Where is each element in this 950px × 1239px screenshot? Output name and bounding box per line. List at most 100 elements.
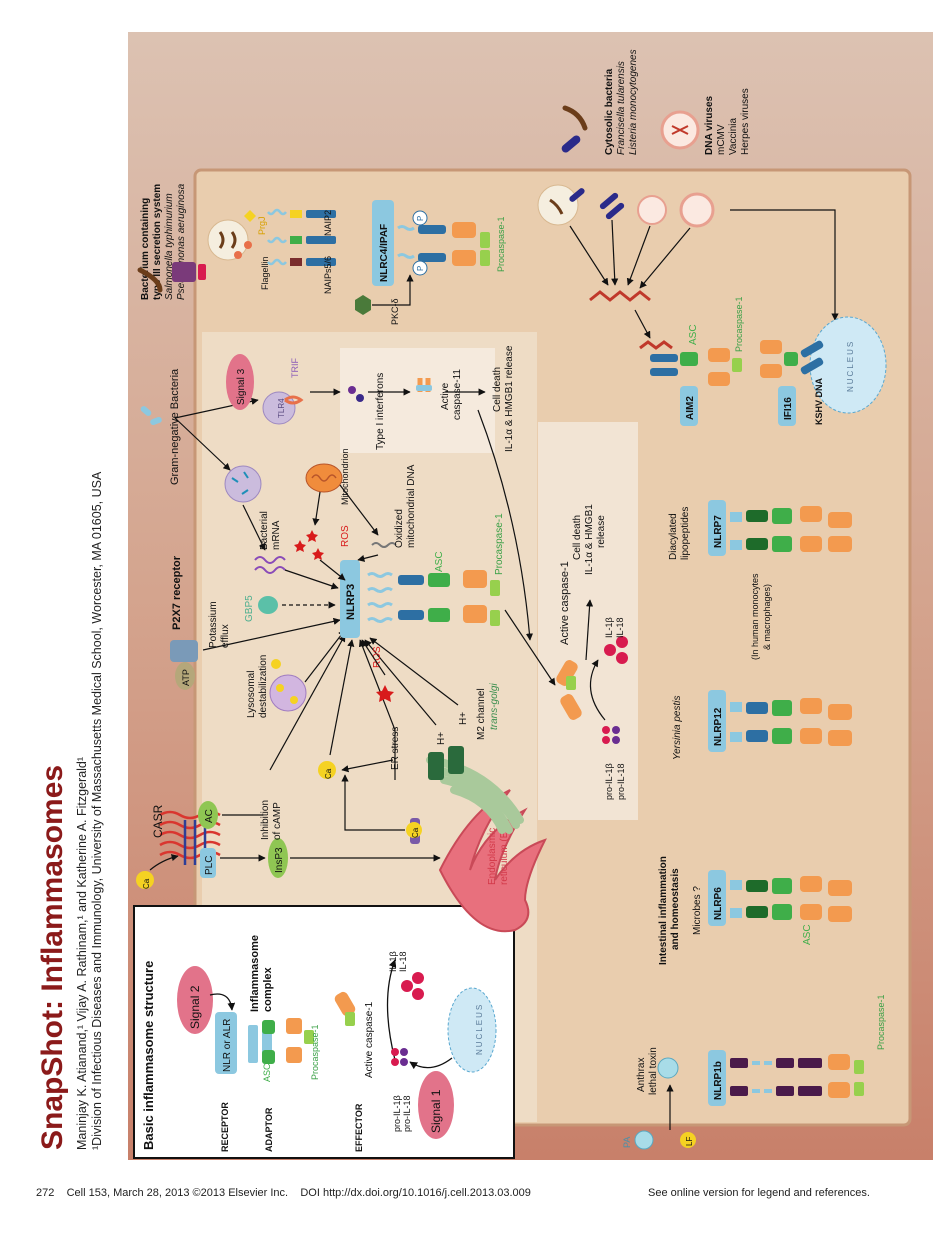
p2x7-receptor: [170, 640, 198, 662]
cyto-label-2: Francisella tularensis: [616, 61, 627, 155]
lf-label: LF: [685, 1137, 694, 1146]
p2x7-label: P2X7 receptor: [171, 555, 183, 630]
mitochondrion: [305, 463, 343, 493]
signal1-label: Signal 1: [429, 1089, 443, 1133]
t3ss-label-1: Bacterium containing: [140, 198, 151, 300]
dna-label-2: mCMV: [716, 124, 727, 155]
footer-doi[interactable]: DOI http://dx.doi.org/10.1016/j.cell.201…: [300, 1187, 531, 1199]
t3ss-bacterium-inside: [207, 219, 249, 261]
casr-receptor: [159, 810, 221, 860]
lysosome: [269, 674, 307, 712]
arrow-freebact-dna: [611, 219, 619, 286]
diacyl-label-1: Diacylated: [668, 513, 679, 560]
kefflux-label-2: efflux: [220, 624, 231, 648]
phospho-1-label: P: [416, 216, 425, 221]
calcium-label-cytosol: Ca: [324, 768, 333, 779]
ox-label-2: mitochondrial DNA: [406, 464, 417, 548]
signal1-oval: [418, 1071, 454, 1139]
virus-inside-1: [637, 195, 667, 225]
t3ss-label-2: type III secretion system: [152, 184, 163, 300]
ac-oval: [198, 801, 218, 829]
nlrp1b-label: NLRP1b: [713, 1061, 724, 1100]
calcium-label-er: Ca: [411, 827, 420, 838]
basic-asc: ASC: [262, 1063, 272, 1082]
page-title: SnapShot: Inflammasomes: [36, 765, 69, 1150]
insp3-oval: [268, 838, 288, 878]
lysosome-particle: [271, 659, 281, 669]
typei-label: Type I interferons: [375, 373, 386, 450]
dna-label-3: Vaccinia: [728, 118, 739, 155]
pkcd-arrow: [372, 274, 414, 306]
death2-label-1: Cell death: [572, 515, 583, 560]
trif-label: TRIF: [290, 358, 300, 378]
arrow-bact-dna: [569, 225, 609, 286]
t3ss-bacterium-outside: [137, 267, 163, 293]
death2-label-2: IL-1α & HMGB1: [584, 504, 595, 575]
basic-pro-il18: pro-IL-18: [402, 1095, 412, 1132]
casp11-casp1-arrow: [477, 409, 534, 641]
dna-label-1: DNA viruses: [704, 95, 715, 155]
basic-complex-2: complex: [262, 966, 274, 1012]
basic-structure-box: Basic inflammasome structure RECEPTOR AD…: [133, 905, 515, 1159]
nlrp6-box: [708, 870, 726, 926]
nlrp6-section: Intestinal inflammation and homeostasis …: [658, 856, 852, 965]
gramneg-label: Gram-negative Bacteria: [169, 368, 181, 485]
virus-inside-2: [679, 192, 715, 228]
affiliation-line: ¹Division of Infectious Diseases and Imm…: [90, 471, 104, 1150]
arrow-virus1-dna: [626, 225, 651, 286]
casr-label: CASR: [151, 804, 165, 838]
hplus-label-1: H+: [436, 732, 447, 745]
intestinal-label-2: and homeostasis: [670, 868, 681, 950]
calcium-ion-cytosol: [318, 761, 336, 779]
t3ss-label-3: Salmonella typhimurium: [164, 193, 175, 300]
ros-star-3: [312, 548, 324, 560]
free-bacteria: [599, 192, 619, 210]
anthrax-label-1: Anthrax: [636, 1058, 647, 1092]
signal2-label: Signal 2: [188, 985, 202, 1029]
ros-er-arrow: [361, 639, 386, 676]
calcium-nlrp3-arrow: [329, 639, 355, 756]
signal3-label: Signal 3: [236, 368, 247, 405]
aim2-dna: [639, 340, 673, 350]
er-label-2: reticulum (ER): [499, 821, 510, 885]
nlrp12-section: Yersinia pestis NLRP12: [672, 690, 852, 760]
nlrp3-procaspase: Procaspase-1: [494, 513, 505, 575]
bacteria-mrna-arrow: [242, 504, 266, 551]
golgi: [426, 756, 524, 834]
mrna-label-2: mRNA: [271, 520, 282, 550]
plc-label: PLC: [204, 856, 215, 875]
dsdna: [589, 290, 651, 302]
phospho-2: [412, 260, 428, 276]
hplus-arrow-2: [369, 637, 459, 706]
basic-nucleus-arrow: [409, 1057, 453, 1070]
t3ss-label-4: Pseudomonas aeruginosa: [176, 183, 187, 300]
cyto-label-1: Cytosolic bacteria: [604, 68, 615, 155]
ros-nlrp3-arrow: [319, 559, 346, 581]
t3ss-channel: [172, 262, 196, 282]
plc-box: [200, 848, 216, 878]
nucleus-right-label: NUCLEUS: [846, 340, 855, 392]
naip2-label: NAIP2: [323, 210, 333, 236]
nlrc4-procaspase: Procaspase-1: [496, 216, 506, 272]
ifi16-box: [778, 386, 796, 426]
basic-nucleus: [447, 987, 497, 1073]
ros-star-1: [294, 540, 306, 552]
pkcd-shape: [355, 295, 371, 315]
nlrp7-human-1: (In human monocytes: [750, 573, 760, 660]
flagellin-label: Flagellin: [260, 256, 270, 290]
transgolgi-label: trans-golgi: [489, 683, 500, 730]
nlrp3-complex: NLRP3 ASC Procaspase-1: [340, 513, 556, 686]
aim2-label: AIM2: [685, 396, 696, 420]
footer-note: See online version for legend and refere…: [648, 1187, 870, 1199]
basic-processing-arrow: [386, 959, 397, 1061]
lyso-nlrp3-arrow: [304, 629, 346, 683]
yersinia-label: Yersinia pestis: [672, 696, 683, 760]
mito-ros-arrow: [312, 491, 321, 526]
calcium-ion-er: [406, 822, 422, 838]
tlr4-chain: [284, 395, 304, 405]
prgj-shape: [244, 210, 256, 222]
gbp5-label: GBP5: [244, 595, 255, 622]
label-receptor: RECEPTOR: [220, 1102, 230, 1152]
nlrp3-caspase-arrow: [504, 609, 556, 686]
nlrp6-label: NLRP6: [713, 887, 724, 920]
